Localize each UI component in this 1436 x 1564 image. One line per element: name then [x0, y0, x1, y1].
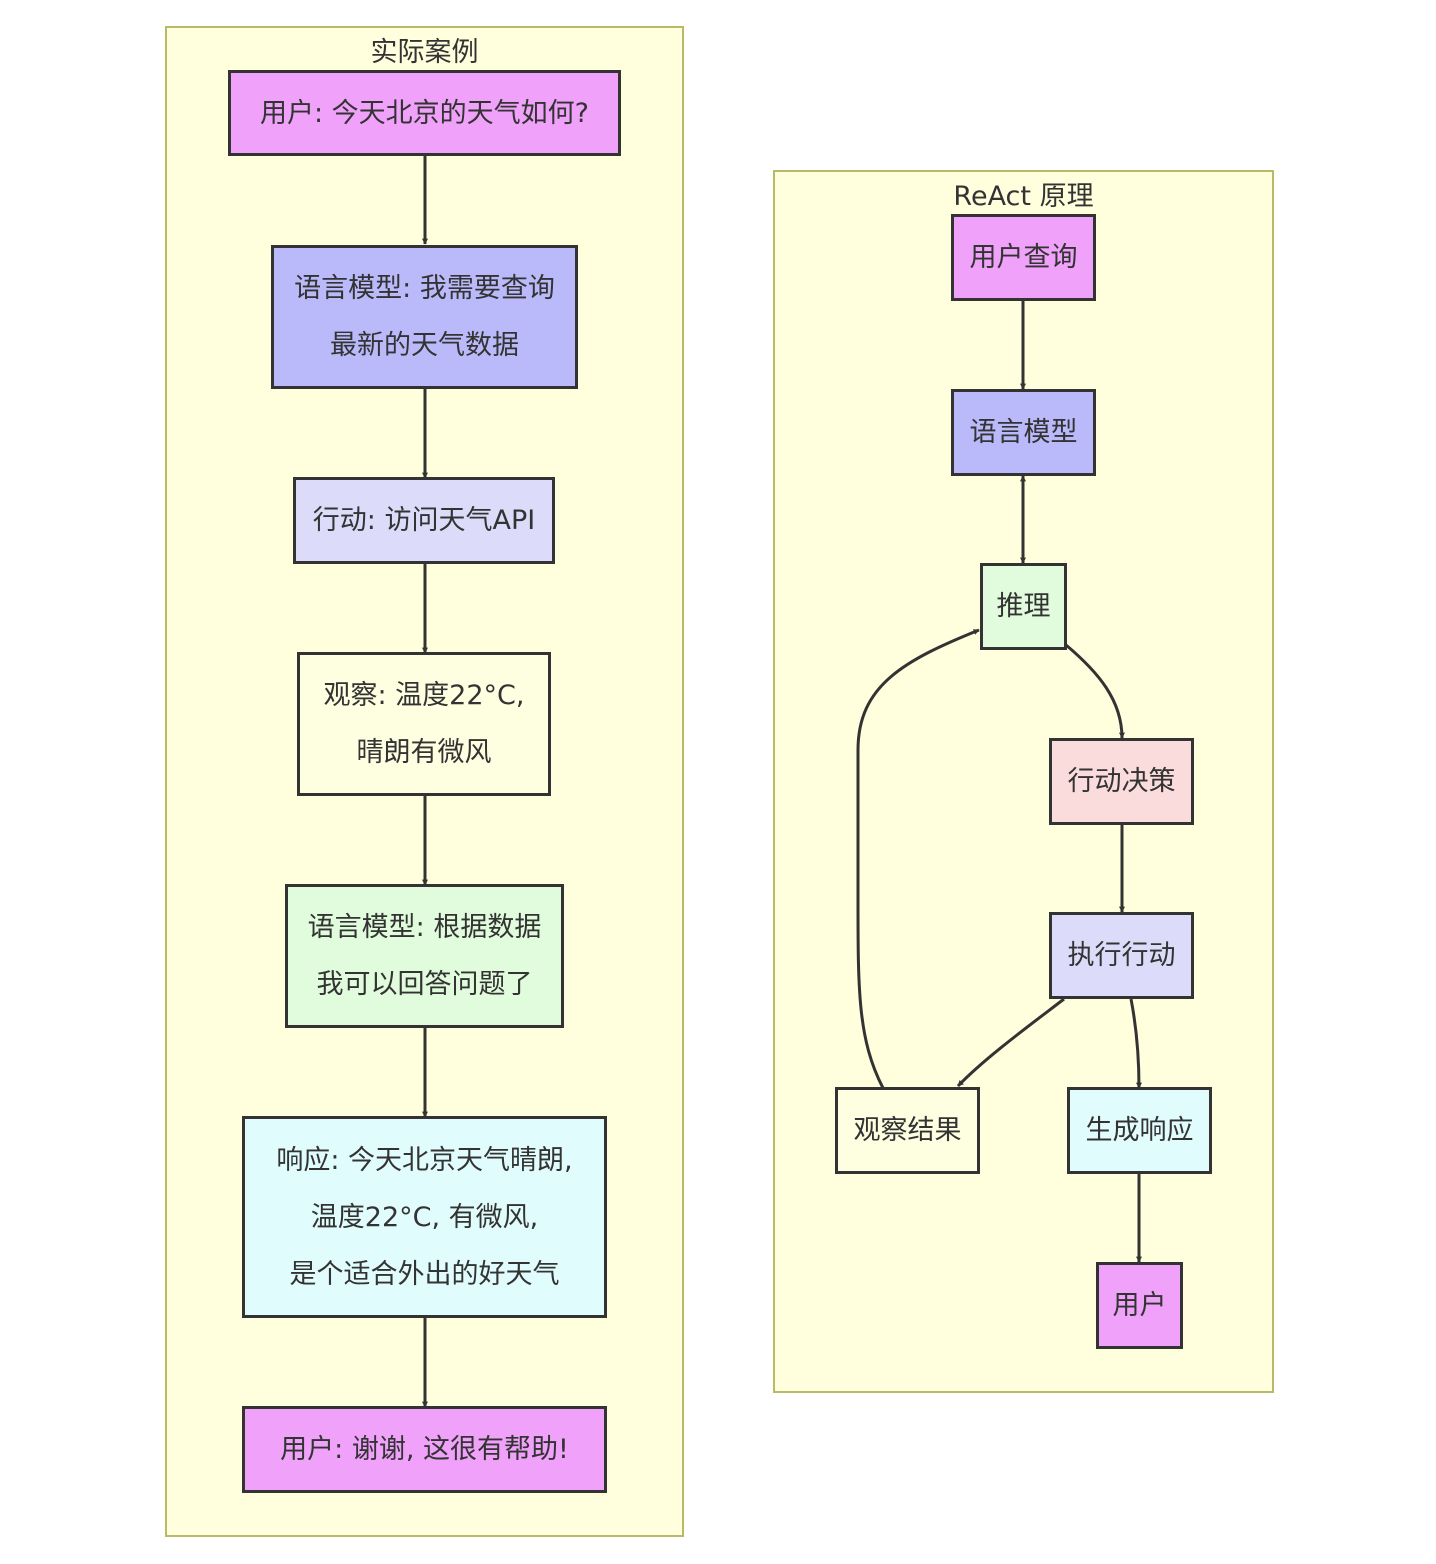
node-observation-result: 观察结果: [835, 1087, 980, 1174]
node-user-question: 用户: 今天北京的天气如何?: [228, 70, 621, 156]
node-action: 行动: 访问天气API: [293, 477, 555, 564]
node-action-decision: 行动决策: [1049, 738, 1194, 825]
node-user: 用户: [1096, 1262, 1183, 1349]
node-response: 响应: 今天北京天气晴朗, 温度22°C, 有微风, 是个适合外出的好天气: [242, 1116, 607, 1318]
node-user-query: 用户查询: [951, 214, 1096, 301]
node-user-thanks: 用户: 谢谢, 这很有帮助!: [242, 1406, 607, 1493]
example-cluster-title: 实际案例: [370, 37, 479, 68]
node-reasoning: 推理: [980, 563, 1067, 650]
node-lm-answer: 语言模型: 根据数据 我可以回答问题了: [285, 884, 564, 1028]
node-language-model: 语言模型: [951, 389, 1096, 476]
node-lm-think: 语言模型: 我需要查询 最新的天气数据: [271, 245, 578, 389]
principle-cluster: ReAct 原理: [773, 170, 1274, 1393]
principle-cluster-title: ReAct 原理: [953, 181, 1094, 212]
node-observe: 观察: 温度22°C, 晴朗有微风: [297, 652, 551, 796]
node-execute-action: 执行行动: [1049, 912, 1194, 999]
node-generate-response: 生成响应: [1067, 1087, 1212, 1174]
